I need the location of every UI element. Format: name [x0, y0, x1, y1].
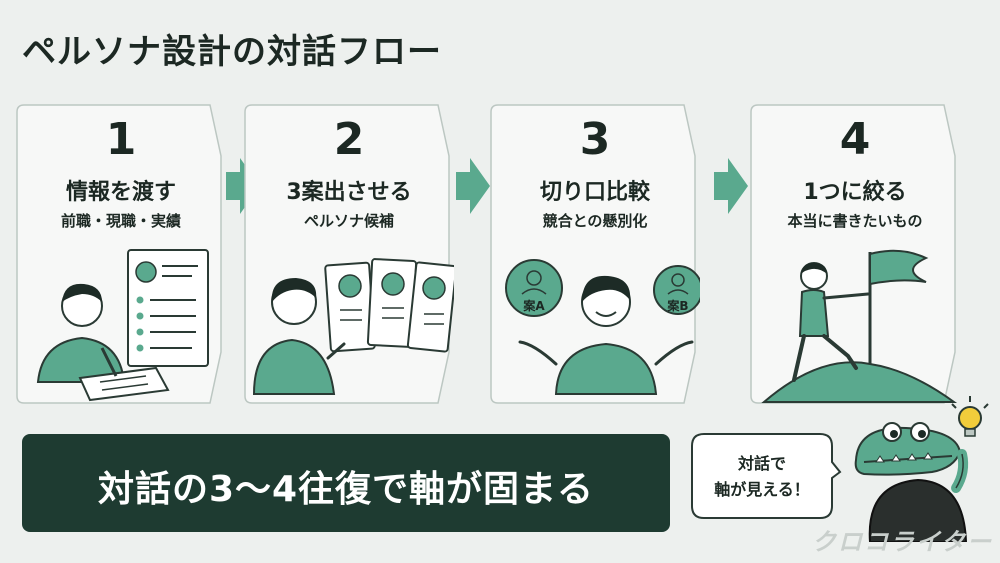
- writing-person-illustration: [36, 249, 209, 402]
- person-icon: [526, 270, 542, 286]
- persona-candidates-illustration: [252, 258, 454, 395]
- step-number: 4: [839, 114, 871, 165]
- step-card-1: 1 情報を渡す 前職・現職・実績: [16, 104, 226, 404]
- step-card-3: 3 切り口比較 競合との懸別化 案A 案B: [490, 104, 700, 404]
- step-subtitle: 本当に書きたいもの: [787, 212, 923, 230]
- step-subtitle: 前職・現職・実績: [60, 212, 181, 230]
- bubble-line-2: 軸が見える！: [714, 480, 810, 499]
- crocodile-mascot-illustration: [854, 396, 989, 542]
- page-title: ペルソナ設計の対話フロー: [22, 32, 442, 72]
- arrow-right-icon: [226, 158, 260, 214]
- step-card-2: 2 3案出させる ペルソナ候補: [244, 104, 454, 404]
- step-heading: 1つに絞る: [803, 180, 907, 205]
- summary-banner: 対話の3〜4往復で軸が固まる: [22, 434, 670, 532]
- flag-icon: [869, 249, 929, 286]
- person-icon: [671, 273, 685, 287]
- step-subtitle: ペルソナ候補: [303, 212, 394, 230]
- arrow-right-icon: [456, 158, 490, 214]
- step-heading: 3案出させる: [286, 180, 412, 205]
- step-heading: 情報を渡す: [65, 180, 176, 205]
- speech-bubble: 対話で 軸が見える！: [690, 432, 842, 520]
- bubble-line-1: 対話で: [737, 454, 786, 473]
- card-shape: [490, 104, 696, 404]
- step-subtitle: 競合との懸別化: [542, 212, 648, 230]
- step-heading: 切り口比較: [539, 180, 650, 205]
- step-number: 3: [579, 114, 611, 165]
- arrow-right-icon: [714, 158, 748, 214]
- option-a-label: 案A: [522, 298, 545, 313]
- comparison-illustration: 案A 案B: [505, 259, 700, 395]
- summit-flag-illustration: [761, 249, 958, 403]
- step-number: 2: [333, 114, 365, 165]
- watermark-logo: クロコライター: [812, 528, 994, 556]
- step-card-4: 4 1つに絞る 本当に書きたいもの: [750, 104, 960, 404]
- lightbulb-icon: [951, 396, 989, 437]
- option-b-label: 案B: [666, 298, 688, 313]
- banner-text: 対話の3〜4往復で軸が固まる: [97, 469, 595, 510]
- step-number: 1: [105, 114, 137, 165]
